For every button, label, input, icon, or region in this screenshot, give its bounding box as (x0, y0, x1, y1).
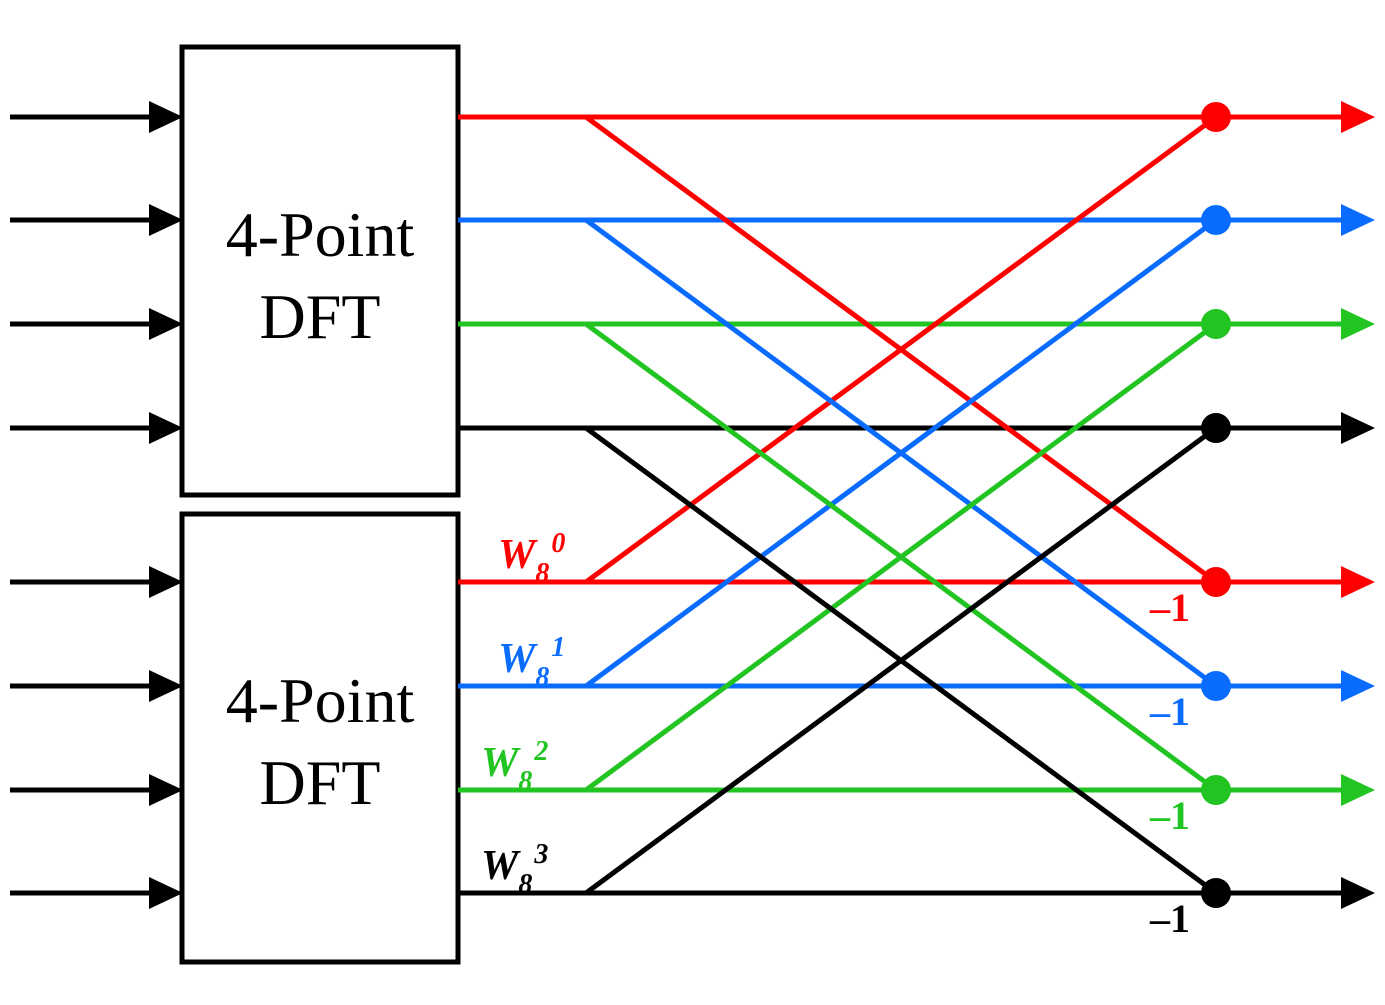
dft-block-top-label-line2: DFT (260, 281, 381, 352)
cross-wire-up-2 (584, 321, 1218, 793)
output-arrow-7-head (1341, 877, 1375, 909)
input-arrow-3-head (149, 412, 183, 444)
cross-wire-up-3 (584, 425, 1218, 896)
negation-label-1: –1 (1149, 689, 1190, 734)
sum-node-5 (1201, 671, 1231, 701)
sum-node-4 (1201, 567, 1231, 597)
input-arrow-2-head (149, 308, 183, 340)
negation-label-2: –1 (1149, 793, 1190, 838)
output-arrow-0-head (1341, 101, 1375, 133)
dft-block-bottom-label-line2: DFT (260, 747, 381, 818)
dft-block-top (179, 44, 461, 498)
dft-block-top-label-line1: 4-Point (226, 199, 415, 270)
input-arrow-1-head (149, 204, 183, 236)
input-arrows (10, 101, 183, 909)
negation-label-0: –1 (1149, 585, 1190, 630)
twiddle-label-2: W82 (481, 736, 548, 797)
twiddle-label-1: W81 (498, 632, 565, 693)
input-arrow-5-head (149, 670, 183, 702)
dft-block-bottom-label-line1: 4-Point (226, 665, 415, 736)
output-arrows (1216, 101, 1375, 909)
cross-wire-up-1 (584, 217, 1218, 689)
twiddle-label-3: W83 (481, 839, 548, 900)
sum-node-7 (1201, 878, 1231, 908)
butterfly-wires (458, 114, 1218, 896)
sum-node-3 (1201, 413, 1231, 443)
output-arrow-4-head (1341, 566, 1375, 598)
input-arrow-7-head (149, 877, 183, 909)
twiddle-label-0: W80 (498, 528, 565, 589)
twiddle-labels: W80 W81 W82 W83 (481, 528, 565, 900)
sum-node-6 (1201, 775, 1231, 805)
input-arrow-0-head (149, 101, 183, 133)
output-arrow-6-head (1341, 774, 1375, 806)
output-arrow-2-head (1341, 308, 1375, 340)
sum-node-0 (1201, 102, 1231, 132)
sum-node-1 (1201, 205, 1231, 235)
input-arrow-6-head (149, 774, 183, 806)
dft-block-bottom (179, 511, 461, 965)
output-arrow-1-head (1341, 204, 1375, 236)
output-arrow-5-head (1341, 670, 1375, 702)
negation-label-3: –1 (1149, 896, 1190, 941)
output-arrow-3-head (1341, 412, 1375, 444)
sum-nodes (1201, 102, 1231, 908)
sum-node-2 (1201, 309, 1231, 339)
input-arrow-4-head (149, 566, 183, 598)
